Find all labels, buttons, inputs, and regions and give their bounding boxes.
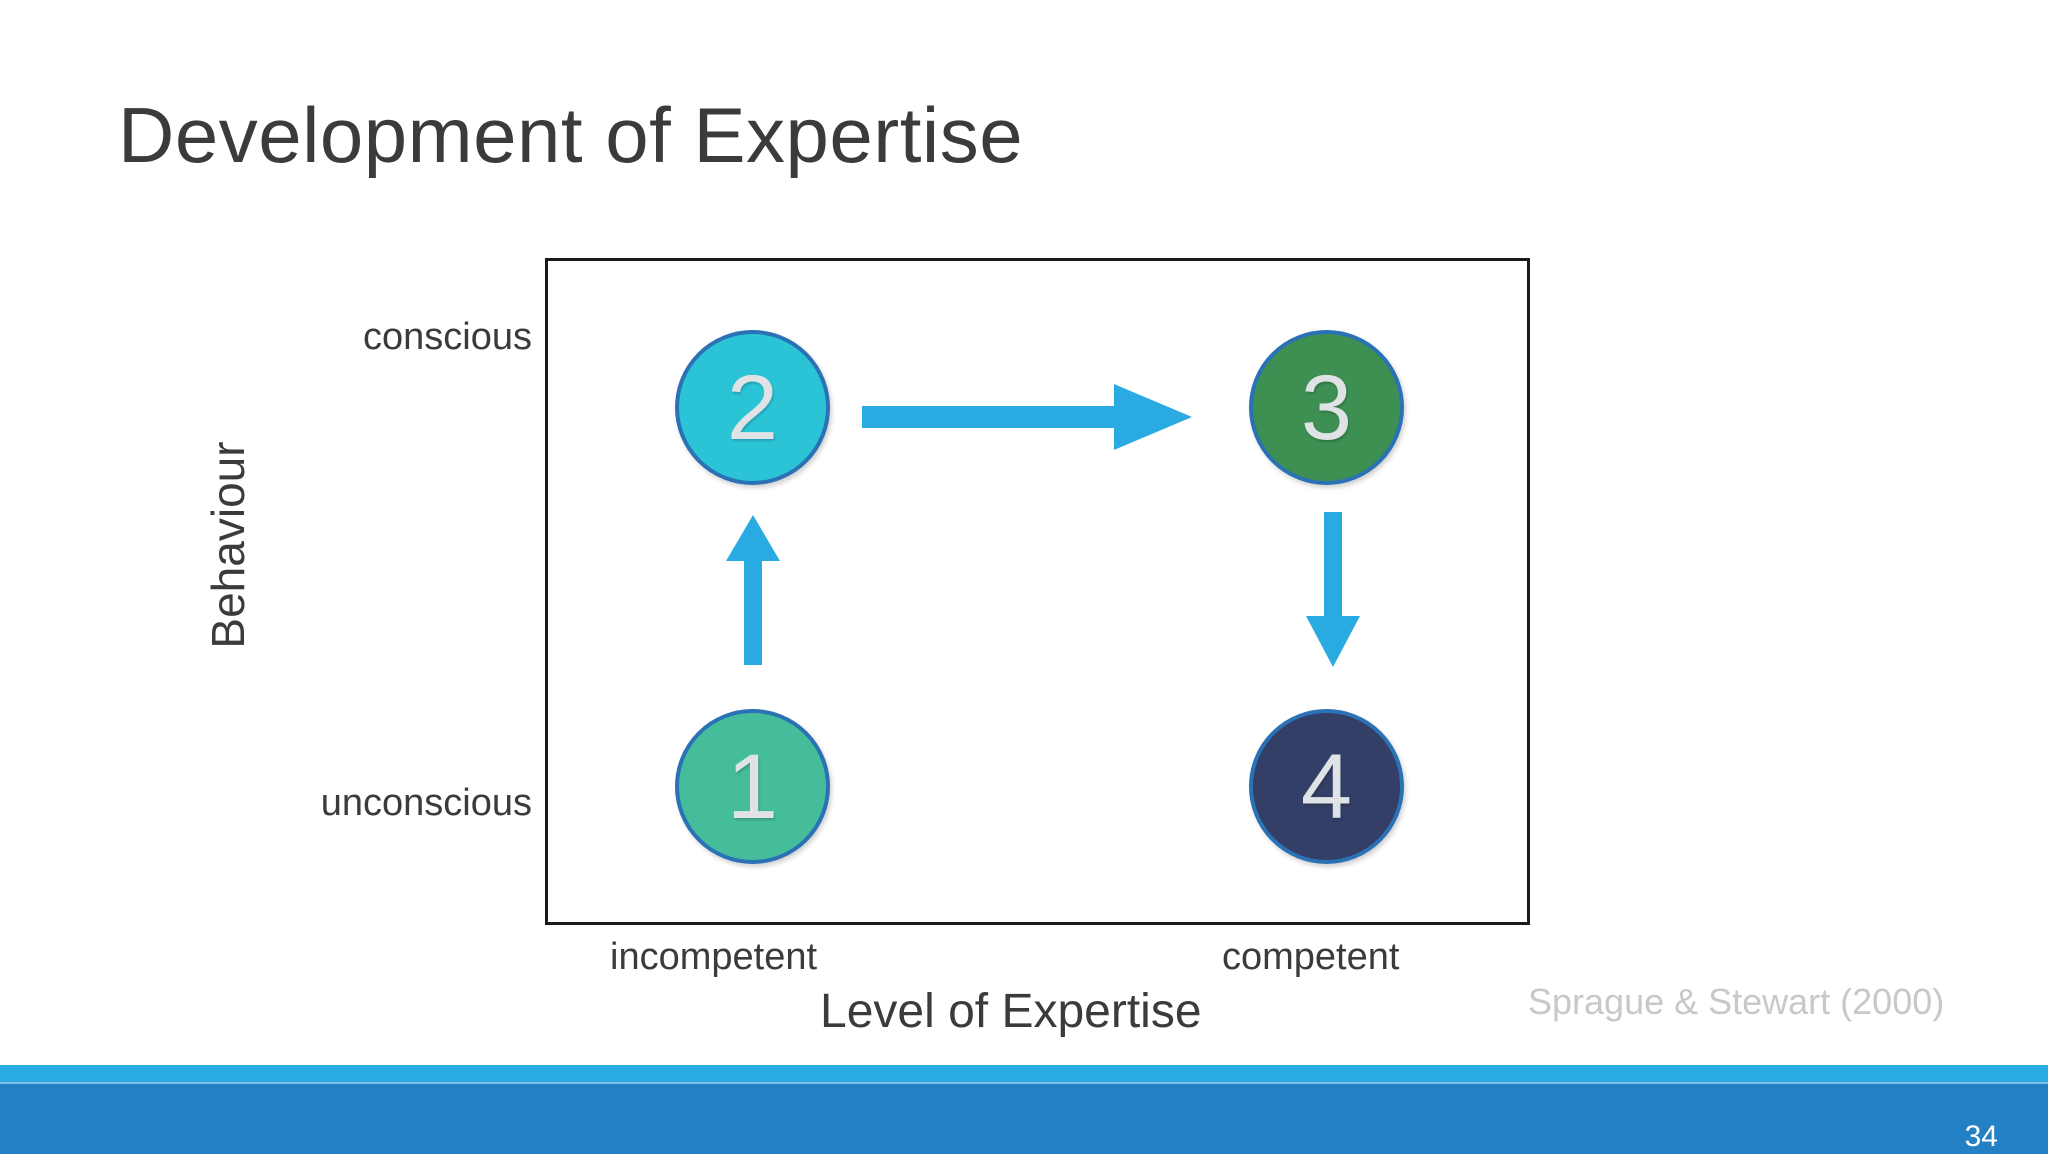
node-circle-3[interactable]: 3 xyxy=(1249,330,1404,485)
footer-bar: 34 xyxy=(0,1082,2048,1154)
x-axis-tick-competent: competent xyxy=(1222,936,1400,978)
arrow-up-icon-stage1-to-stage2 xyxy=(726,515,780,665)
footer-accent-strip xyxy=(0,1065,2048,1082)
page-title: Development of Expertise xyxy=(118,91,1024,179)
y-axis-tick-unconscious: unconscious xyxy=(320,782,532,824)
y-axis-tick-conscious: conscious xyxy=(363,316,532,358)
node-label-1: 1 xyxy=(726,735,779,838)
node-circle-1[interactable]: 1 xyxy=(675,709,830,864)
node-label-2: 2 xyxy=(726,356,779,459)
node-circle-4[interactable]: 4 xyxy=(1249,709,1404,864)
arrow-right-icon-stage2-to-stage3 xyxy=(862,384,1192,450)
page-number: 34 xyxy=(1964,1120,1998,1153)
x-axis-tick-incompetent: incompetent xyxy=(610,936,818,978)
arrow-down-icon-stage3-to-stage4 xyxy=(1306,512,1360,667)
node-circle-2[interactable]: 2 xyxy=(675,330,830,485)
source-citation: Sprague & Stewart (2000) xyxy=(1528,981,1945,1022)
y-axis-title: Behaviour xyxy=(202,441,254,649)
x-axis-title: Level of Expertise xyxy=(820,985,1202,1038)
slide-footer: 34 xyxy=(0,1065,2048,1154)
node-label-4: 4 xyxy=(1300,735,1353,838)
node-label-3: 3 xyxy=(1300,356,1353,459)
